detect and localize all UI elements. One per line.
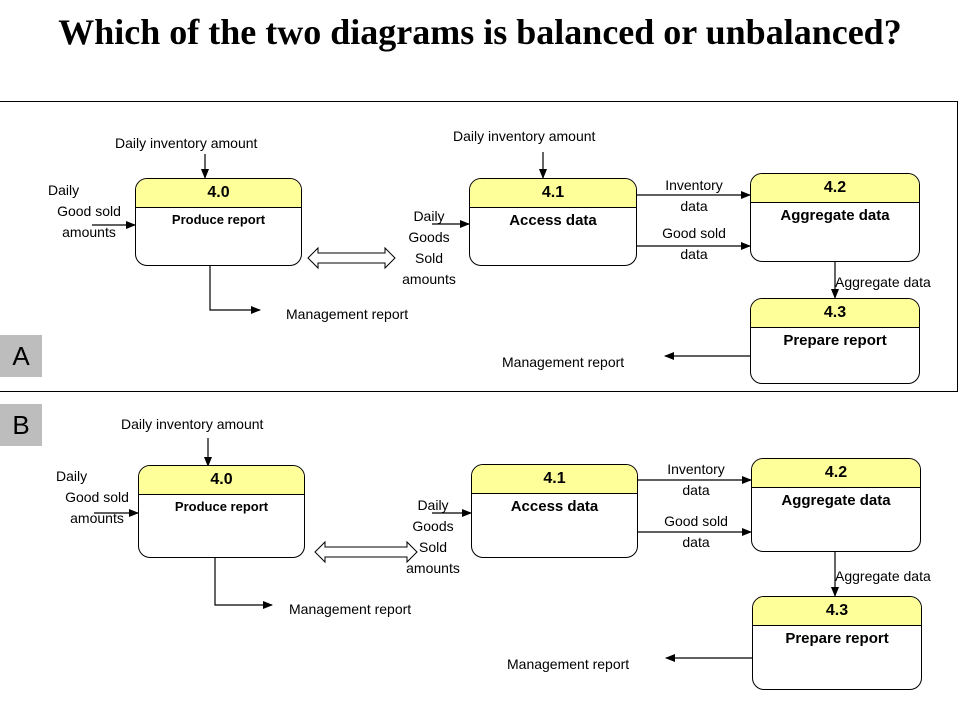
b-daily-good-sold-label: Daily Good sold amounts	[56, 468, 129, 526]
b-double-arrow	[314, 540, 418, 564]
process-name: Access data	[509, 212, 597, 229]
process-number: 4.3	[753, 597, 921, 626]
a-daily-good-sold-label: Daily Good sold amounts	[48, 182, 121, 240]
b-process-4-2: 4.2 Aggregate data	[751, 458, 921, 552]
a-double-arrow	[307, 246, 396, 270]
process-name: Prepare report	[783, 332, 887, 349]
process-number: 4.3	[751, 299, 919, 328]
a-daily-inventory-label: Daily inventory amount	[115, 135, 258, 151]
b-management-report-right-label: Management report	[507, 656, 630, 672]
process-name: Prepare report	[785, 630, 889, 647]
process-number: 4.1	[470, 179, 636, 208]
process-number: 4.0	[139, 466, 304, 495]
panel-label-a: A	[0, 335, 42, 377]
b-management-report-label: Management report	[289, 601, 412, 617]
process-name: Access data	[510, 498, 599, 515]
b-daily-inventory-label: Daily inventory amount	[121, 416, 264, 432]
process-number: 4.0	[136, 179, 301, 208]
a-process-4-2: 4.2 Aggregate data	[750, 173, 920, 262]
process-number: 4.1	[472, 465, 637, 494]
b-daily-goods-sold-label: Daily Goods Sold amounts	[406, 497, 460, 576]
b-aggregate-data-label: Aggregate data	[835, 568, 931, 584]
b-process-4-1: 4.1 Access data	[471, 464, 638, 558]
a-daily-goods-sold-label: Daily Goods Sold amounts	[402, 208, 456, 287]
a-daily-inventory-mid-label: Daily inventory amount	[453, 128, 596, 144]
a-good-sold-data-label: Good sold data	[662, 225, 726, 262]
b-management-report-flow-arrow	[214, 558, 273, 609]
panel-a-frame	[0, 101, 958, 392]
process-name: Produce report	[171, 212, 266, 227]
process-number: 4.2	[751, 174, 919, 203]
a-management-report-label: Management report	[286, 306, 409, 322]
a-process-4-1: 4.1 Access data	[469, 178, 637, 266]
a-management-report-right-label: Management report	[502, 354, 625, 370]
process-name: Produce report	[174, 499, 269, 514]
b-process-4-0: 4.0 Produce report	[138, 465, 305, 558]
a-process-4-0: 4.0 Produce report	[135, 178, 302, 266]
b-inventory-data-label: Inventory data	[667, 461, 725, 498]
a-process-4-3: 4.3 Prepare report	[750, 298, 920, 384]
a-inventory-data-label: Inventory data	[665, 177, 723, 214]
process-number: 4.2	[752, 459, 920, 488]
panel-label-b: B	[0, 404, 42, 446]
process-name: Aggregate data	[780, 207, 890, 224]
b-process-4-3: 4.3 Prepare report	[752, 596, 922, 690]
b-good-sold-data-label: Good sold data	[664, 513, 728, 550]
page-title: Which of the two diagrams is balanced or…	[58, 12, 902, 52]
a-aggregate-data-label: Aggregate data	[835, 274, 931, 290]
process-name: Aggregate data	[781, 492, 891, 509]
a-management-report-flow-arrow	[209, 265, 261, 314]
